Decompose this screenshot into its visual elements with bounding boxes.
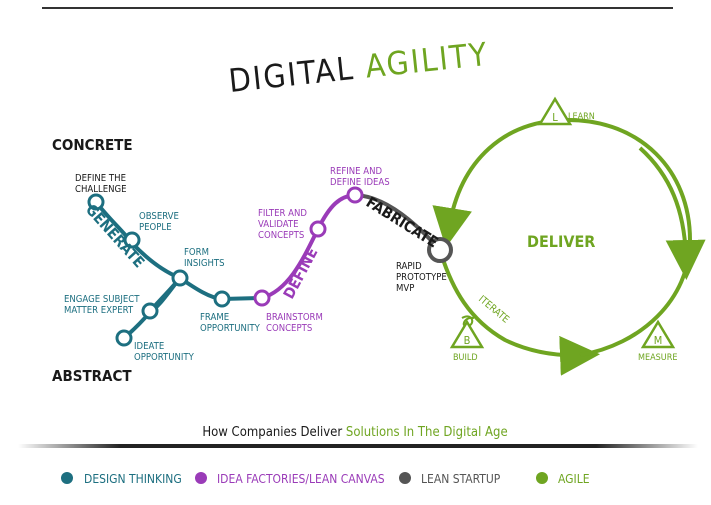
page-title: DIGITAL AGILITY — [227, 35, 491, 100]
agile-cycle-ring — [432, 117, 706, 376]
measure-label: MEASURE — [638, 353, 677, 363]
label-brainstorm: BRAINSTORM CONCEPTS — [266, 312, 326, 334]
build-label: BUILD — [453, 353, 478, 363]
node-form-insights — [171, 269, 189, 287]
axis-label-abstract: ABSTRACT — [52, 367, 132, 385]
legend-dot-agile — [536, 472, 548, 484]
phase-define: DEFINE — [280, 245, 322, 302]
caption-rule — [18, 444, 698, 448]
node-engage-expert — [141, 302, 159, 320]
phase-fabricate: FABRICATE — [363, 193, 441, 251]
legend-dot-idea-factories — [195, 472, 207, 484]
label-form-insights: FORM INSIGHTS — [184, 247, 225, 269]
legend-label-lean-startup: LEAN STARTUP — [421, 472, 501, 486]
axis-label-concrete: CONCRETE — [52, 136, 133, 154]
label-refine: REFINE AND DEFINE IDEAS — [330, 166, 390, 188]
label-frame: FRAME OPPORTUNITY — [200, 312, 261, 334]
measure-marker: M MEASURE — [638, 319, 677, 363]
build-marker: B BUILD — [449, 319, 485, 363]
label-prototype: RAPID PROTOTYPE MVP — [396, 261, 449, 294]
legend-label-agile: AGILE — [558, 472, 590, 486]
legend-label-design-thinking: DESIGN THINKING — [84, 472, 182, 486]
node-observe-people — [123, 231, 141, 249]
node-filter — [309, 220, 327, 238]
node-refine — [346, 186, 364, 204]
label-filter: FILTER AND VALIDATE CONCEPTS — [258, 208, 310, 241]
learn-triangle-icon — [537, 96, 573, 126]
node-prototype — [427, 237, 453, 263]
build-triangle-icon — [449, 319, 485, 349]
node-frame — [213, 290, 231, 308]
phase-deliver: DELIVER — [527, 232, 595, 251]
label-ideate: IDEATE OPPORTUNITY — [134, 341, 195, 363]
learn-marker: L LEARN — [537, 96, 595, 126]
label-define-challenge: DEFINE THE CHALLENGE — [75, 173, 129, 195]
legend-dot-design-thinking — [61, 472, 73, 484]
legend-label-idea-factories: IDEA FACTORIES/LEAN CANVAS — [217, 472, 385, 486]
path-nodes — [87, 186, 453, 347]
svg-text:L: L — [552, 111, 558, 124]
caption: How Companies Deliver Solutions In The D… — [202, 425, 507, 440]
svg-text:M: M — [654, 334, 663, 347]
learn-label: LEARN — [568, 112, 595, 122]
node-brainstorm — [253, 289, 271, 307]
node-ideate — [115, 329, 133, 347]
measure-triangle-icon — [640, 319, 676, 349]
node-define-challenge — [87, 193, 105, 211]
label-engage-expert: ENGAGE SUBJECT MATTER EXPERT — [64, 294, 142, 316]
legend: DESIGN THINKING IDEA FACTORIES/LEAN CANV… — [61, 472, 590, 486]
label-observe-people: OBSERVE PEOPLE — [139, 211, 182, 233]
legend-dot-lean-startup — [399, 472, 411, 484]
svg-text:B: B — [464, 334, 471, 347]
